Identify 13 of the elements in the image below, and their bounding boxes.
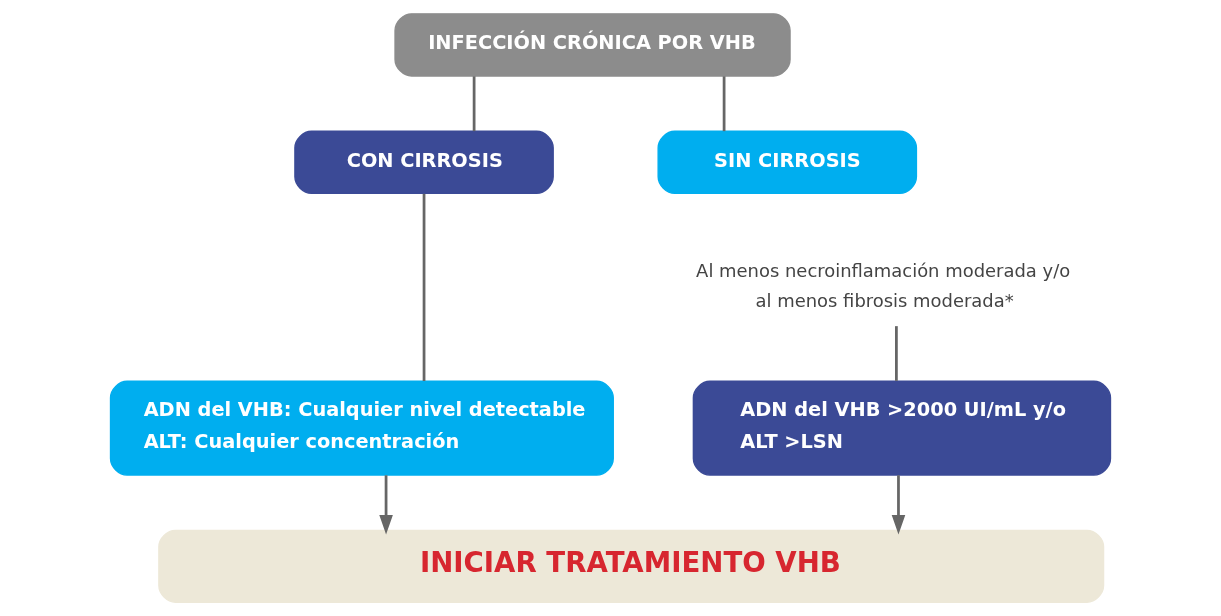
- connector: [472, 76, 476, 132]
- node-box: ADN del VHB >2000 UI/mL y/o ALT >LSN: [692, 380, 1112, 476]
- node-box: INICIAR TRATAMIENTO VHB: [158, 529, 1105, 603]
- arrow: [891, 475, 906, 535]
- connector: [895, 326, 898, 381]
- node-box: ADN del VHB: Cualquier nivel detectable ALT: Cualquier concentración: [109, 380, 614, 476]
- connector: [422, 193, 426, 381]
- arrow: [379, 475, 393, 535]
- connector: [722, 76, 726, 132]
- node-box: INFECCIÓN CRÓNICA POR VHB: [394, 13, 791, 77]
- node-text: Al menos necroinflamación moderada y/o al menos fibrosis moderada*: [696, 259, 1071, 312]
- node-box: SIN CIRROSIS: [657, 130, 918, 195]
- node-box: CON CIRROSIS: [294, 130, 554, 195]
